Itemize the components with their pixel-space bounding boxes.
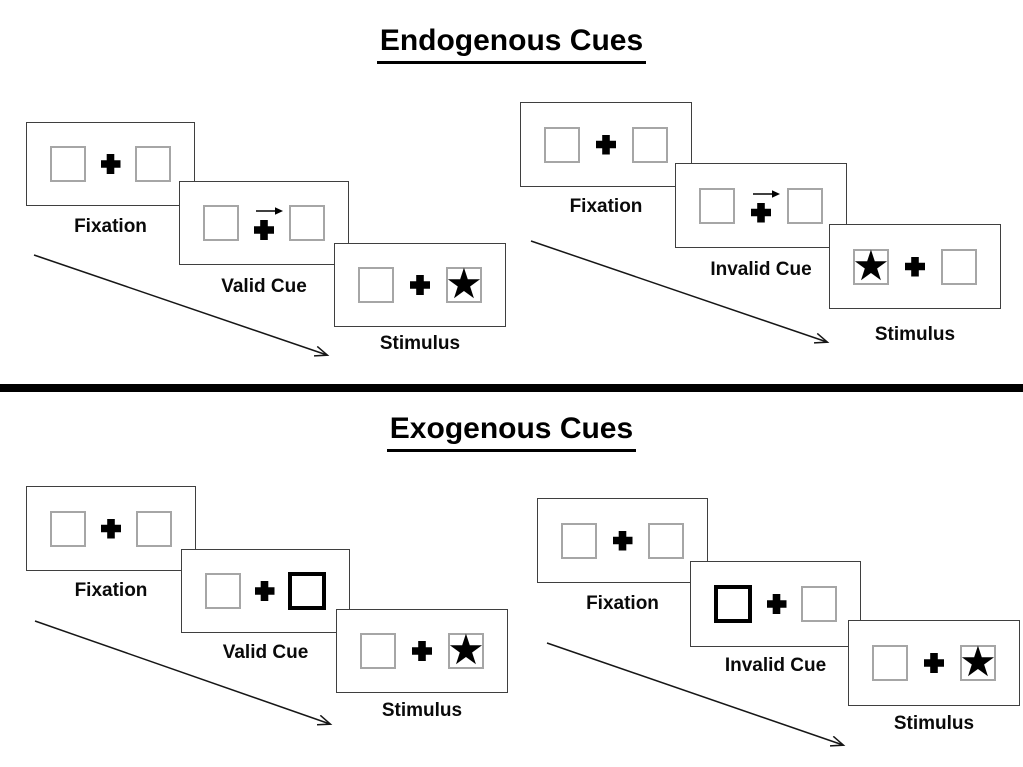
left-placeholder-box bbox=[203, 205, 239, 241]
sequence-arrow-icon bbox=[546, 642, 843, 745]
fixation-card bbox=[537, 498, 708, 583]
fixation-cross-icon bbox=[100, 154, 121, 174]
target-star-icon: ★ bbox=[445, 259, 483, 308]
fixation-cross-icon bbox=[596, 134, 616, 155]
right-target-box: ★ bbox=[959, 637, 997, 686]
right-placeholder-box bbox=[941, 248, 977, 285]
stimulus-card: ★ bbox=[829, 224, 1001, 309]
sequence-arrow-icon bbox=[530, 240, 827, 342]
fixation-cross-icon bbox=[766, 594, 787, 614]
right-placeholder-box bbox=[787, 187, 823, 224]
fixation-card bbox=[26, 486, 196, 571]
cue-highlight-box-left bbox=[714, 585, 752, 623]
left-placeholder-box bbox=[50, 510, 86, 547]
step-label: Stimulus bbox=[379, 333, 461, 354]
fixation-cross-icon bbox=[101, 518, 121, 539]
cue-card bbox=[690, 561, 861, 647]
cue-card bbox=[181, 549, 350, 633]
step-label: Valid Cue bbox=[222, 642, 309, 663]
step-label: Invalid Cue bbox=[724, 655, 827, 676]
fixation-cross-icon bbox=[751, 202, 771, 223]
right-placeholder-box bbox=[801, 586, 837, 622]
left-placeholder-box bbox=[358, 267, 394, 303]
right-placeholder-box bbox=[632, 126, 668, 163]
right-target-box: ★ bbox=[447, 625, 485, 674]
step-label: Stimulus bbox=[893, 713, 975, 734]
cue-arrow-right-icon bbox=[255, 207, 283, 215]
step-label: Fixation bbox=[74, 216, 147, 237]
step-label: Stimulus bbox=[381, 700, 463, 721]
step-label: Fixation bbox=[569, 196, 643, 217]
target-star-icon: ★ bbox=[447, 625, 485, 674]
left-placeholder-box bbox=[544, 126, 580, 163]
right-placeholder-box bbox=[135, 146, 171, 182]
step-label: Stimulus bbox=[874, 324, 956, 345]
right-placeholder-box bbox=[136, 510, 172, 547]
left-target-box: ★ bbox=[852, 240, 890, 290]
fixation-card bbox=[520, 102, 692, 187]
section-title-endogenous: Endogenous Cues bbox=[0, 24, 1023, 64]
cue-arrow-right-icon bbox=[752, 189, 780, 198]
section-divider bbox=[0, 384, 1023, 392]
step-label: Fixation bbox=[586, 593, 659, 614]
left-placeholder-box bbox=[561, 522, 597, 559]
fixation-cross-icon bbox=[410, 275, 430, 295]
right-target-box: ★ bbox=[445, 259, 483, 308]
target-star-icon: ★ bbox=[852, 240, 890, 290]
step-label: Valid Cue bbox=[221, 276, 307, 297]
cue-card bbox=[675, 163, 847, 248]
sequence-arrow-icon bbox=[34, 620, 330, 724]
target-star-icon: ★ bbox=[959, 637, 997, 686]
left-placeholder-box bbox=[699, 187, 735, 224]
section-title-exogenous: Exogenous Cues bbox=[0, 412, 1023, 452]
cue-card bbox=[179, 181, 349, 265]
cue-highlight-box-right bbox=[288, 572, 326, 610]
right-placeholder-box bbox=[289, 205, 325, 241]
step-label: Fixation bbox=[74, 580, 148, 601]
fixation-cross-icon bbox=[905, 256, 925, 277]
section-title-text: Endogenous Cues bbox=[376, 24, 647, 64]
sequence-arrow-icon bbox=[33, 254, 327, 355]
stimulus-card: ★ bbox=[336, 609, 508, 693]
fixation-cross-icon bbox=[924, 653, 944, 673]
central-cue-group bbox=[251, 206, 283, 240]
fixation-cross-icon bbox=[412, 641, 432, 661]
left-placeholder-box bbox=[360, 633, 396, 669]
fixation-card bbox=[26, 122, 195, 206]
step-label: Invalid Cue bbox=[710, 259, 812, 280]
central-cue-group bbox=[748, 189, 780, 223]
fixation-cross-icon bbox=[254, 220, 274, 240]
left-placeholder-box bbox=[872, 645, 908, 681]
left-placeholder-box bbox=[50, 146, 86, 182]
fixation-cross-icon bbox=[612, 530, 633, 551]
left-placeholder-box bbox=[205, 573, 241, 609]
section-title-text: Exogenous Cues bbox=[386, 412, 637, 452]
fixation-cross-icon bbox=[254, 581, 275, 601]
right-placeholder-box bbox=[648, 522, 684, 559]
stimulus-card: ★ bbox=[848, 620, 1020, 706]
stimulus-card: ★ bbox=[334, 243, 506, 327]
